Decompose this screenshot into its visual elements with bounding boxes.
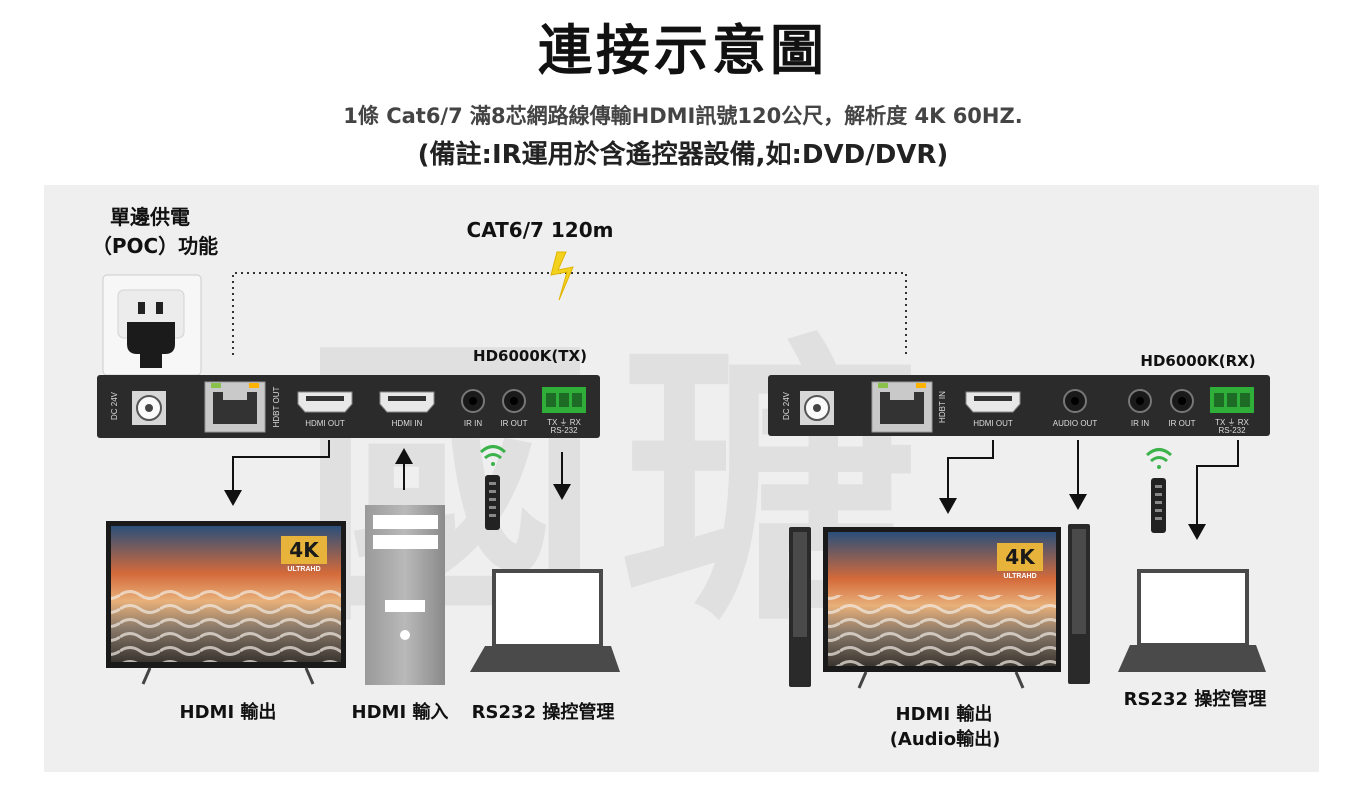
tx-model: HD6000K(TX)	[473, 347, 587, 365]
tx-hdmi-out-line	[232, 440, 330, 490]
arrow-down-icon	[939, 498, 957, 514]
tx-hdmi-in-caption: HDMI 輸入	[352, 701, 449, 723]
rx-device: DC 24V HDBT IN HDMI OUT AUDIO OUT IR	[768, 375, 1270, 436]
tx-laptop	[470, 569, 620, 672]
rx-hdmi-out-line	[947, 440, 994, 500]
tx-tv: 4K ULTRAHD	[106, 521, 346, 685]
rx-hdmi-out-caption: HDMI 輸出	[896, 703, 993, 725]
arrow-down-icon	[553, 484, 571, 500]
tx-hdmi-in-label: HDMI IN	[392, 419, 423, 428]
arrow-down-icon	[1069, 494, 1087, 510]
rx-audio-caption: (Audio輸出)	[890, 728, 1001, 750]
rx-hdmi-out-label: HDMI OUT	[973, 419, 1013, 428]
rx-ir-out-port	[1170, 389, 1194, 413]
rx-model: HD6000K(RX)	[1140, 352, 1255, 370]
rx-ir-in-port	[1128, 389, 1152, 413]
wifi-signal-icon	[479, 445, 507, 466]
arrow-down-icon	[1188, 524, 1206, 540]
rx-dc-port	[800, 391, 834, 425]
wifi-signal-icon	[1145, 448, 1173, 469]
tx-ir-out-label: IR OUT	[500, 419, 527, 428]
tx-hdmi-out-label: HDMI OUT	[305, 419, 345, 428]
tx-hdbt-label: HDBT OUT	[272, 387, 281, 428]
right-speaker	[1068, 524, 1090, 684]
arrow-down-icon	[224, 490, 242, 506]
rx-rs-pins: TX ⏚ RX	[1215, 418, 1249, 427]
rx-rs232-line	[1196, 440, 1239, 526]
tx-device: DC 24V HDBT OUT HDMI OUT HDMI IN IR	[97, 375, 600, 438]
tx-dc-port	[132, 391, 166, 425]
tx-rs-label: RS-232	[550, 426, 578, 435]
rx-rs-label: RS-232	[1218, 426, 1246, 435]
tx-dc-label: DC 24V	[110, 391, 119, 420]
rx-rj45-port	[871, 381, 933, 433]
rx-laptop	[1118, 569, 1266, 672]
rx-badge-ultra: ULTRAHD	[1003, 573, 1036, 580]
rx-rs232-terminal	[1210, 387, 1254, 413]
tx-ir-in-port	[461, 389, 485, 413]
arrow-up-icon	[395, 448, 413, 464]
rx-audio-out-label: AUDIO OUT	[1053, 419, 1098, 428]
page-title: 連接示意圖	[538, 19, 828, 82]
rx-hdbt-label: HDBT IN	[938, 391, 947, 423]
rx-tv: 4K ULTRAHD	[823, 527, 1061, 689]
tx-rs-pins: TX ⏚ RX	[547, 418, 581, 427]
tx-hdmi-out-caption: HDMI 輸出	[180, 701, 277, 723]
remote-control-icon	[485, 475, 500, 530]
tv-4k-badge: 4K ULTRAHD	[997, 543, 1043, 580]
cable-label: CAT6/7 120m	[467, 218, 614, 242]
poc-label-line1: 單邊供電	[110, 205, 190, 229]
tx-ir-out-port	[502, 389, 526, 413]
tx-ir-in-label: IR IN	[464, 419, 482, 428]
rx-hdmi-out-port	[965, 391, 1021, 413]
rx-badge-4k: 4K	[1005, 545, 1036, 569]
subtitle-note: (備註:IR運用於含遙控器設備,如:DVD/DVR)	[417, 140, 949, 170]
tx-rj45-port	[204, 381, 266, 433]
tx-hdmi-out-port	[297, 391, 353, 413]
rx-dc-label: DC 24V	[782, 391, 791, 420]
tx-badge-ultra: ULTRAHD	[287, 566, 320, 573]
rx-rs232-caption: RS232 操控管理	[1124, 688, 1267, 710]
power-socket-icon	[102, 274, 202, 376]
rx-audio-out-port	[1063, 389, 1087, 413]
pc-tower	[365, 505, 445, 685]
left-speaker	[789, 527, 811, 687]
lightning-icon	[550, 251, 574, 301]
tx-rs232-caption: RS232 操控管理	[472, 701, 615, 723]
rx-ir-in-label: IR IN	[1131, 419, 1149, 428]
tx-rs232-terminal	[542, 387, 586, 413]
tv-4k-badge: 4K ULTRAHD	[281, 536, 327, 573]
poc-label-line2: （POC）功能	[92, 234, 218, 258]
rx-ir-out-label: IR OUT	[1168, 419, 1195, 428]
remote-control-icon	[1151, 478, 1166, 533]
diagram-panel	[44, 185, 1319, 772]
tx-hdmi-in-port	[379, 391, 435, 413]
subtitle-spec: 1條 Cat6/7 滿8芯網路線傳輸HDMI訊號120公尺，解析度 4K 60H…	[343, 104, 1023, 128]
tx-badge-4k: 4K	[289, 538, 320, 562]
